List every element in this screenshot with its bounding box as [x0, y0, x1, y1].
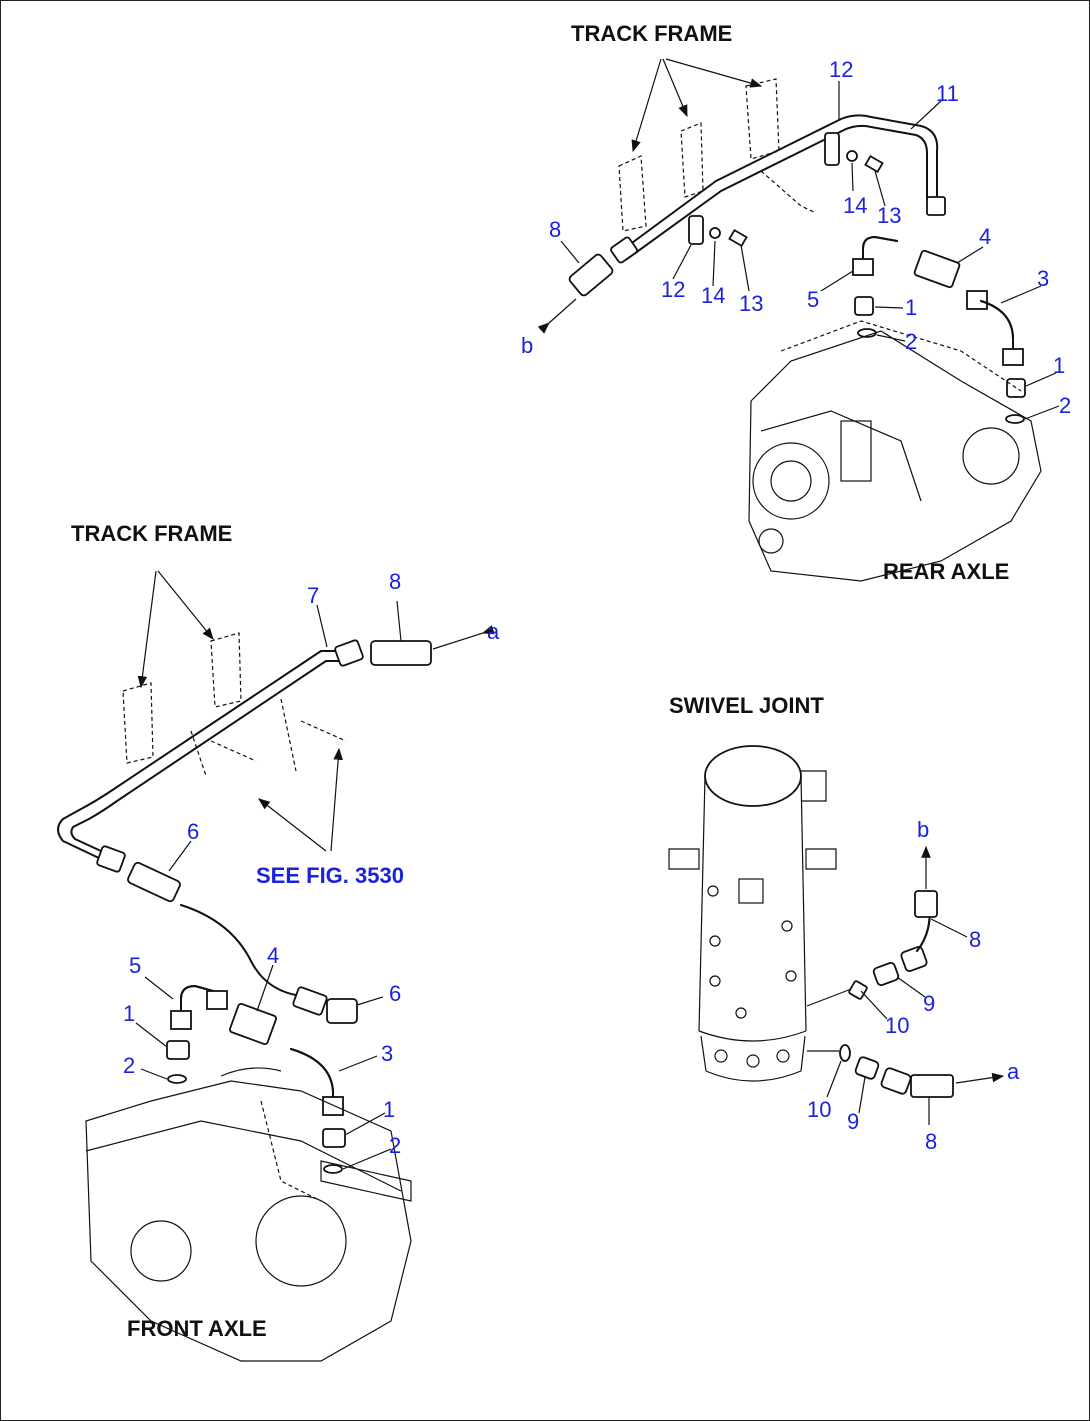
callout-8: 8 — [969, 927, 981, 952]
callout-13: 13 — [877, 203, 901, 228]
callout-7: 7 — [307, 583, 319, 608]
callout-13: 13 — [739, 291, 763, 316]
callout-3: 3 — [1037, 266, 1049, 291]
callout-8: 8 — [549, 217, 561, 242]
swivel-joint-title: SWIVEL JOINT — [669, 693, 824, 718]
left-assembly: TRACK FRAME SEE FIG. 3530 — [57, 521, 500, 1362]
callout-11: 11 — [936, 81, 959, 106]
callout-8: 8 — [925, 1129, 937, 1154]
callout-1: 1 — [905, 295, 917, 320]
callout-2: 2 — [123, 1053, 135, 1078]
callout-12: 12 — [661, 277, 685, 302]
callout-6: 6 — [187, 819, 199, 844]
callout-14: 14 — [701, 283, 725, 308]
callout-5: 5 — [807, 287, 819, 312]
callout-10: 10 — [807, 1097, 831, 1122]
callout-2: 2 — [389, 1133, 401, 1158]
callout-6: 6 — [389, 981, 401, 1006]
callout-3: 3 — [381, 1041, 393, 1066]
rear-axle-housing — [748, 320, 1042, 582]
callout-4: 4 — [979, 224, 991, 249]
callout-1: 1 — [123, 1001, 135, 1026]
top-assembly: TRACK FRAME — [521, 21, 1071, 584]
callout-1: 1 — [1053, 353, 1065, 378]
swivel-joint-assembly: SWIVEL JOINT — [668, 693, 1020, 1154]
callout-b: b — [917, 817, 929, 842]
callout-2: 2 — [905, 329, 917, 354]
callout-12: 12 — [829, 57, 853, 82]
track-frame-left-title: TRACK FRAME — [71, 521, 232, 546]
callout-2: 2 — [1059, 393, 1071, 418]
rear-axle-title: REAR AXLE — [883, 559, 1009, 584]
track-frame-top-title: TRACK FRAME — [571, 21, 732, 46]
callout-1: 1 — [383, 1097, 395, 1122]
callout-a: a — [487, 619, 500, 644]
callout-5: 5 — [129, 953, 141, 978]
callout-9: 9 — [923, 991, 935, 1016]
callout-9: 9 — [847, 1109, 859, 1134]
callout-14: 14 — [843, 193, 867, 218]
callout-4: 4 — [267, 943, 279, 968]
callout-b: b — [521, 333, 533, 358]
callout-a: a — [1007, 1059, 1020, 1084]
front-axle-title: FRONT AXLE — [127, 1316, 267, 1341]
callout-10: 10 — [885, 1013, 909, 1038]
callout-8: 8 — [389, 569, 401, 594]
see-fig-reference: SEE FIG. 3530 — [256, 863, 404, 888]
